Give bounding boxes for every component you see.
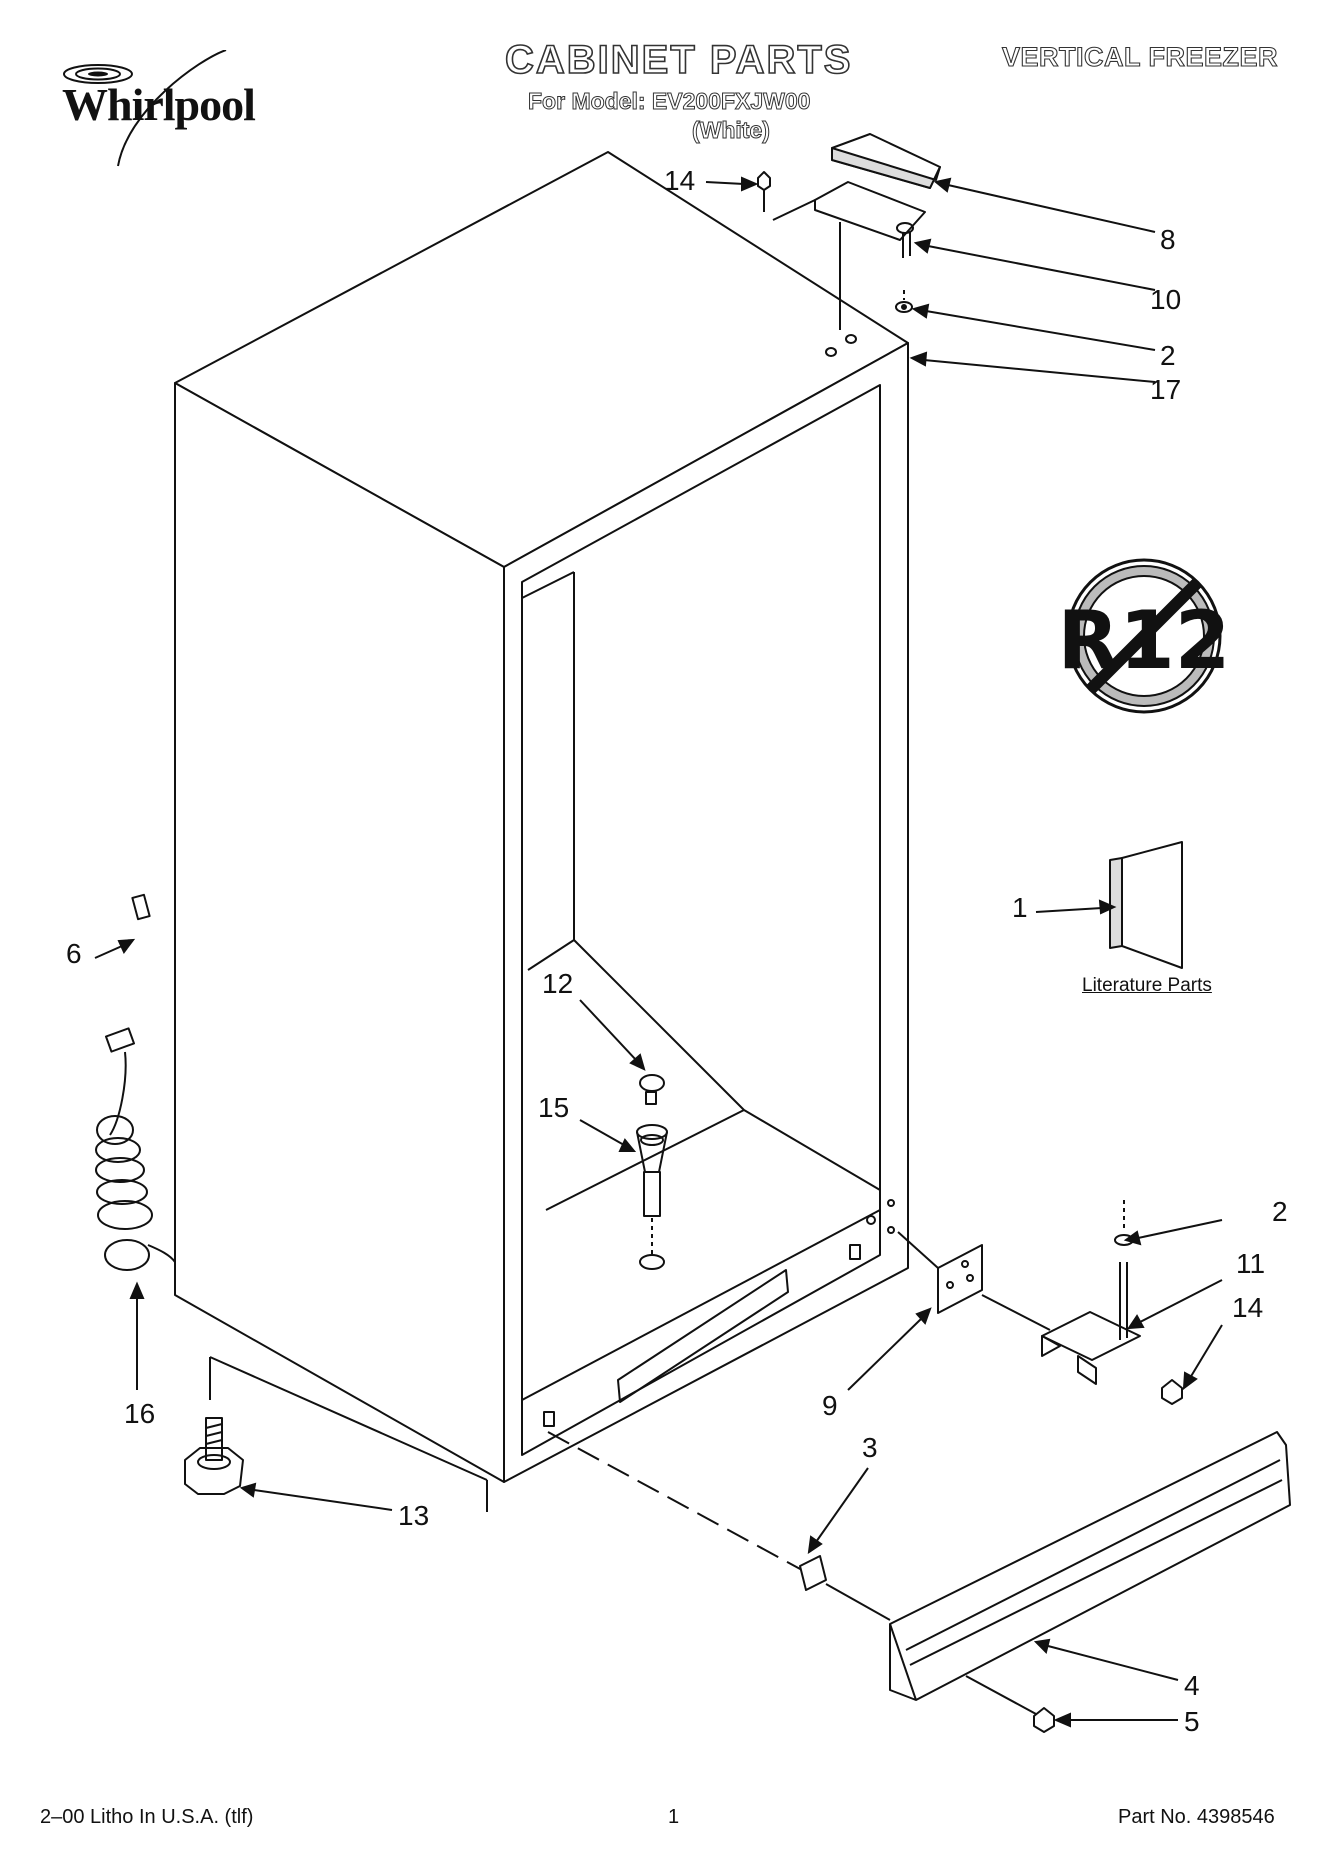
callout-17: 17	[1150, 374, 1182, 405]
callout-3: 3	[862, 1432, 878, 1463]
power-cord	[95, 1027, 176, 1271]
leveling-leg	[184, 1417, 244, 1495]
callout-8: 8	[1160, 224, 1176, 255]
callout-14-bottom: 14	[1232, 1292, 1264, 1323]
callout-2-top: 2	[1160, 340, 1176, 371]
callout-2-bottom: 2	[1272, 1196, 1288, 1227]
callout-13: 13	[398, 1500, 430, 1531]
callout-6: 6	[66, 938, 82, 969]
model-line: For Model: EV200FXJW00	[527, 88, 811, 115]
callout-10: 10	[1150, 284, 1182, 315]
callout-14-top: 14	[664, 165, 696, 196]
cabinet-body	[174, 151, 909, 1512]
callout-9: 9	[822, 1390, 838, 1421]
page-number: 1	[668, 1806, 680, 1828]
callout-15: 15	[538, 1092, 570, 1123]
callout-4: 4	[1184, 1670, 1200, 1701]
callout-5: 5	[1184, 1706, 1200, 1737]
callout-12: 12	[542, 968, 574, 999]
no-r12-badge: R12	[1058, 558, 1230, 714]
brand-name: Whirlpool	[62, 79, 256, 130]
callout-1: 1	[1012, 892, 1028, 923]
whirlpool-logo	[58, 49, 288, 190]
part-number: Part No. 4398546	[1118, 1806, 1275, 1828]
callout-11: 11	[1236, 1248, 1266, 1279]
callout-16: 16	[124, 1398, 156, 1429]
category-title: VERTICAL FREEZER	[1001, 41, 1279, 72]
whirlpool-swirl-icon	[63, 49, 227, 167]
color-line: (White)	[692, 117, 771, 144]
page-title: CABINET PARTS	[504, 37, 853, 83]
print-info: 2–00 Litho In U.S.A. (tlf)	[40, 1806, 254, 1828]
literature-parts-label: Literature Parts	[1082, 975, 1212, 996]
